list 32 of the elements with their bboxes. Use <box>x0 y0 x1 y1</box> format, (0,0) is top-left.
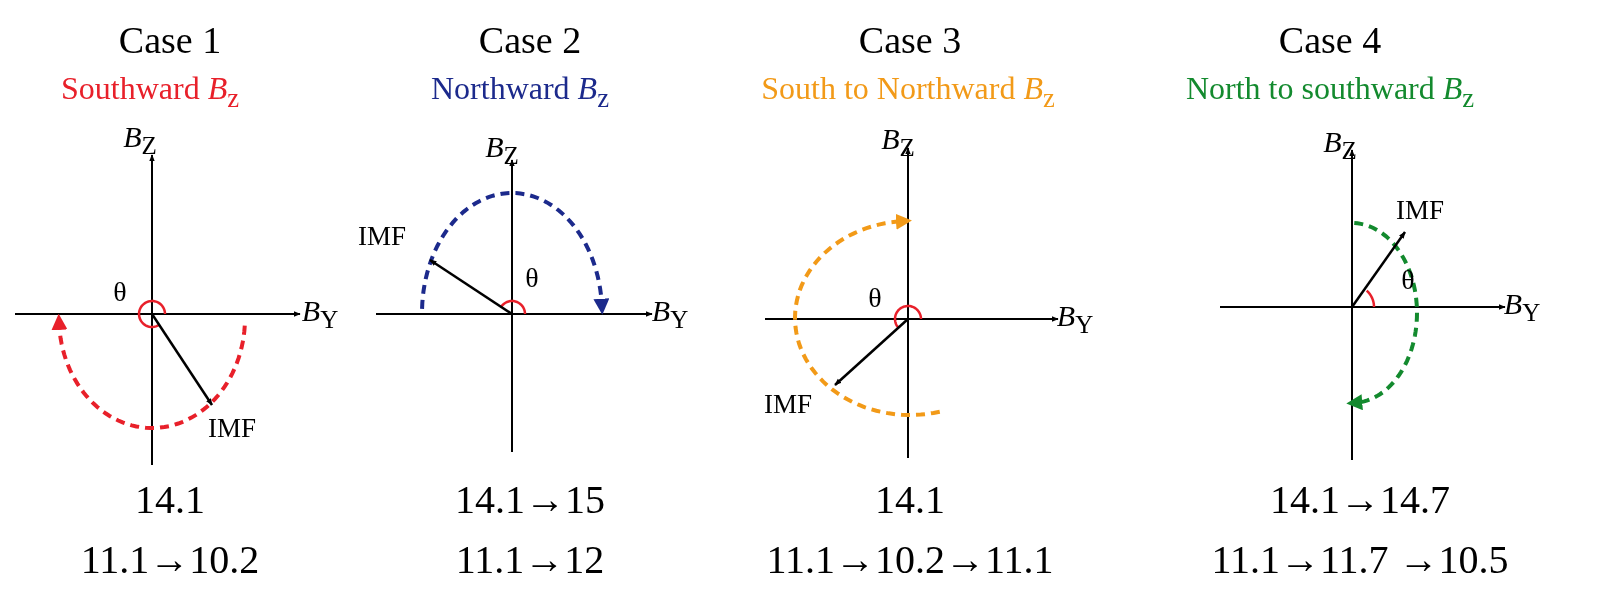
axis-label: B$_{Y}$ <box>301 296 339 332</box>
value-text: 14.1 <box>875 480 945 520</box>
axis-label: B$_{Y}$ <box>1056 301 1094 337</box>
axis-label: B$_{Z}$ <box>881 124 915 160</box>
case-title: Case 2 <box>478 21 582 59</box>
vector-label: IMF <box>1396 196 1444 224</box>
vector-label: IMF <box>358 222 406 250</box>
case-title: Case 1 <box>118 21 222 59</box>
axis-label: B$_{Z}$ <box>485 132 519 168</box>
case-subtitle: Northward B$_{z}$ <box>431 72 609 112</box>
vector-label: IMF <box>764 390 812 418</box>
case-title: Case 3 <box>858 21 962 59</box>
value-text: 11.1→12 <box>455 540 605 580</box>
value-text: 14.1→14.7 <box>1270 480 1450 520</box>
angle-label: θ <box>868 284 882 312</box>
axis-label: B$_{Y}$ <box>651 296 689 332</box>
angle-label: θ <box>1401 266 1415 294</box>
value-text: 11.1→10.2 <box>80 540 260 580</box>
case-subtitle: Southward B$_{z}$ <box>61 72 239 112</box>
case-subtitle: North to southward B$_{z}$ <box>1185 72 1475 112</box>
case-subtitle: South to Northward B$_{z}$ <box>761 72 1055 112</box>
axis-label: B$_{Y}$ <box>1503 289 1541 325</box>
vector-label: IMF <box>208 414 256 442</box>
axis-label: B$_{Z}$ <box>123 122 157 158</box>
value-text: 14.1→15 <box>455 480 605 520</box>
case-title: Case 4 <box>1278 21 1382 59</box>
axis-label: B$_{Z}$ <box>1323 127 1357 163</box>
value-text: 11.1→10.2→11.1 <box>766 540 1054 580</box>
angle-label: θ <box>525 264 539 292</box>
angle-label: θ <box>113 278 127 306</box>
value-text: 11.1→11.7 →10.5 <box>1211 540 1509 580</box>
value-text: 14.1 <box>135 480 205 520</box>
